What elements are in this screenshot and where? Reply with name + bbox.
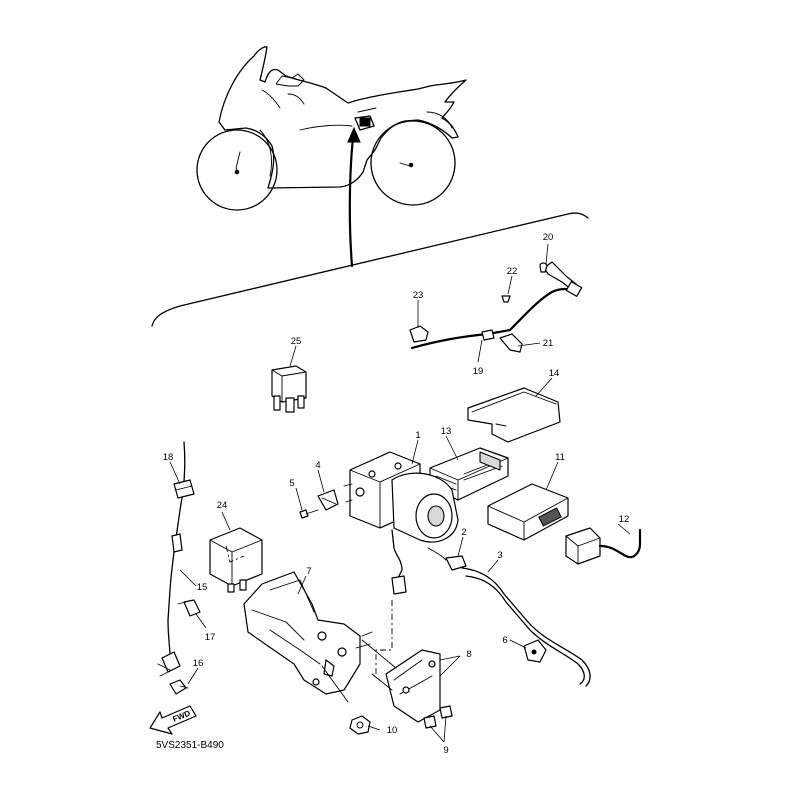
part-18-holder [173, 479, 195, 499]
part-7-bracket [243, 571, 373, 703]
callout-6: 6 [502, 635, 507, 646]
part-4-clamp [317, 489, 339, 511]
part-5-bolt [299, 509, 319, 519]
part-1-hydraulic-unit [343, 451, 459, 543]
part-17-clamp [177, 599, 201, 617]
callout-10: 10 [387, 725, 398, 736]
callout-9: 9 [443, 745, 448, 756]
part-6-clip [523, 639, 547, 663]
centerline [375, 600, 393, 676]
part-24-relay [209, 527, 263, 593]
callout-21: 21 [543, 338, 554, 349]
callout-22: 22 [507, 266, 518, 277]
callout-14: 14 [549, 368, 560, 379]
callout-7: 7 [306, 566, 311, 577]
harness-connector [391, 575, 407, 595]
callout-15: 15 [197, 582, 208, 593]
part-2-connector [427, 547, 467, 571]
callout-1: 1 [415, 430, 420, 441]
callout-20: 20 [543, 232, 554, 243]
part-8-bracket-plate [361, 639, 441, 723]
motorcycle-overview [196, 46, 467, 268]
part-9-bolt [423, 705, 453, 729]
leader-lines [169, 243, 631, 743]
callout-13: 13 [441, 426, 452, 437]
part-3-hose [461, 567, 591, 687]
callout-16: 16 [193, 658, 204, 669]
part-25-relay [271, 365, 307, 413]
callout-4: 4 [315, 460, 320, 471]
callout-3: 3 [497, 550, 502, 561]
callout-8: 8 [466, 649, 471, 660]
callout-17: 17 [205, 632, 216, 643]
part-12-coupler-lead [565, 527, 642, 565]
callout-2: 2 [461, 527, 466, 538]
callout-25: 25 [291, 336, 302, 347]
part-10-nut [349, 715, 371, 735]
callout-12: 12 [619, 514, 630, 525]
callout-11: 11 [555, 452, 565, 463]
fwd-arrow-icon: FWD [149, 705, 197, 735]
callout-24: 24 [217, 500, 228, 511]
harness-lead [391, 529, 403, 579]
drawing-code: 5VS2351-B490 [156, 740, 224, 751]
callout-5: 5 [289, 478, 294, 489]
callout-23: 23 [413, 290, 424, 301]
part-15-sensor-lead [157, 441, 186, 677]
detail-separator [151, 212, 589, 327]
callout-18: 18 [163, 452, 174, 463]
part-14-cover-plate [467, 387, 561, 443]
part-11-control-unit [487, 483, 569, 541]
callout-19: 19 [473, 366, 484, 377]
callout-numbers: 1 2 3 4 5 6 7 8 9 10 11 12 13 14 15 16 1… [163, 232, 630, 756]
part-16-bolt [169, 679, 189, 695]
part-19-sensor-lead [409, 261, 583, 353]
